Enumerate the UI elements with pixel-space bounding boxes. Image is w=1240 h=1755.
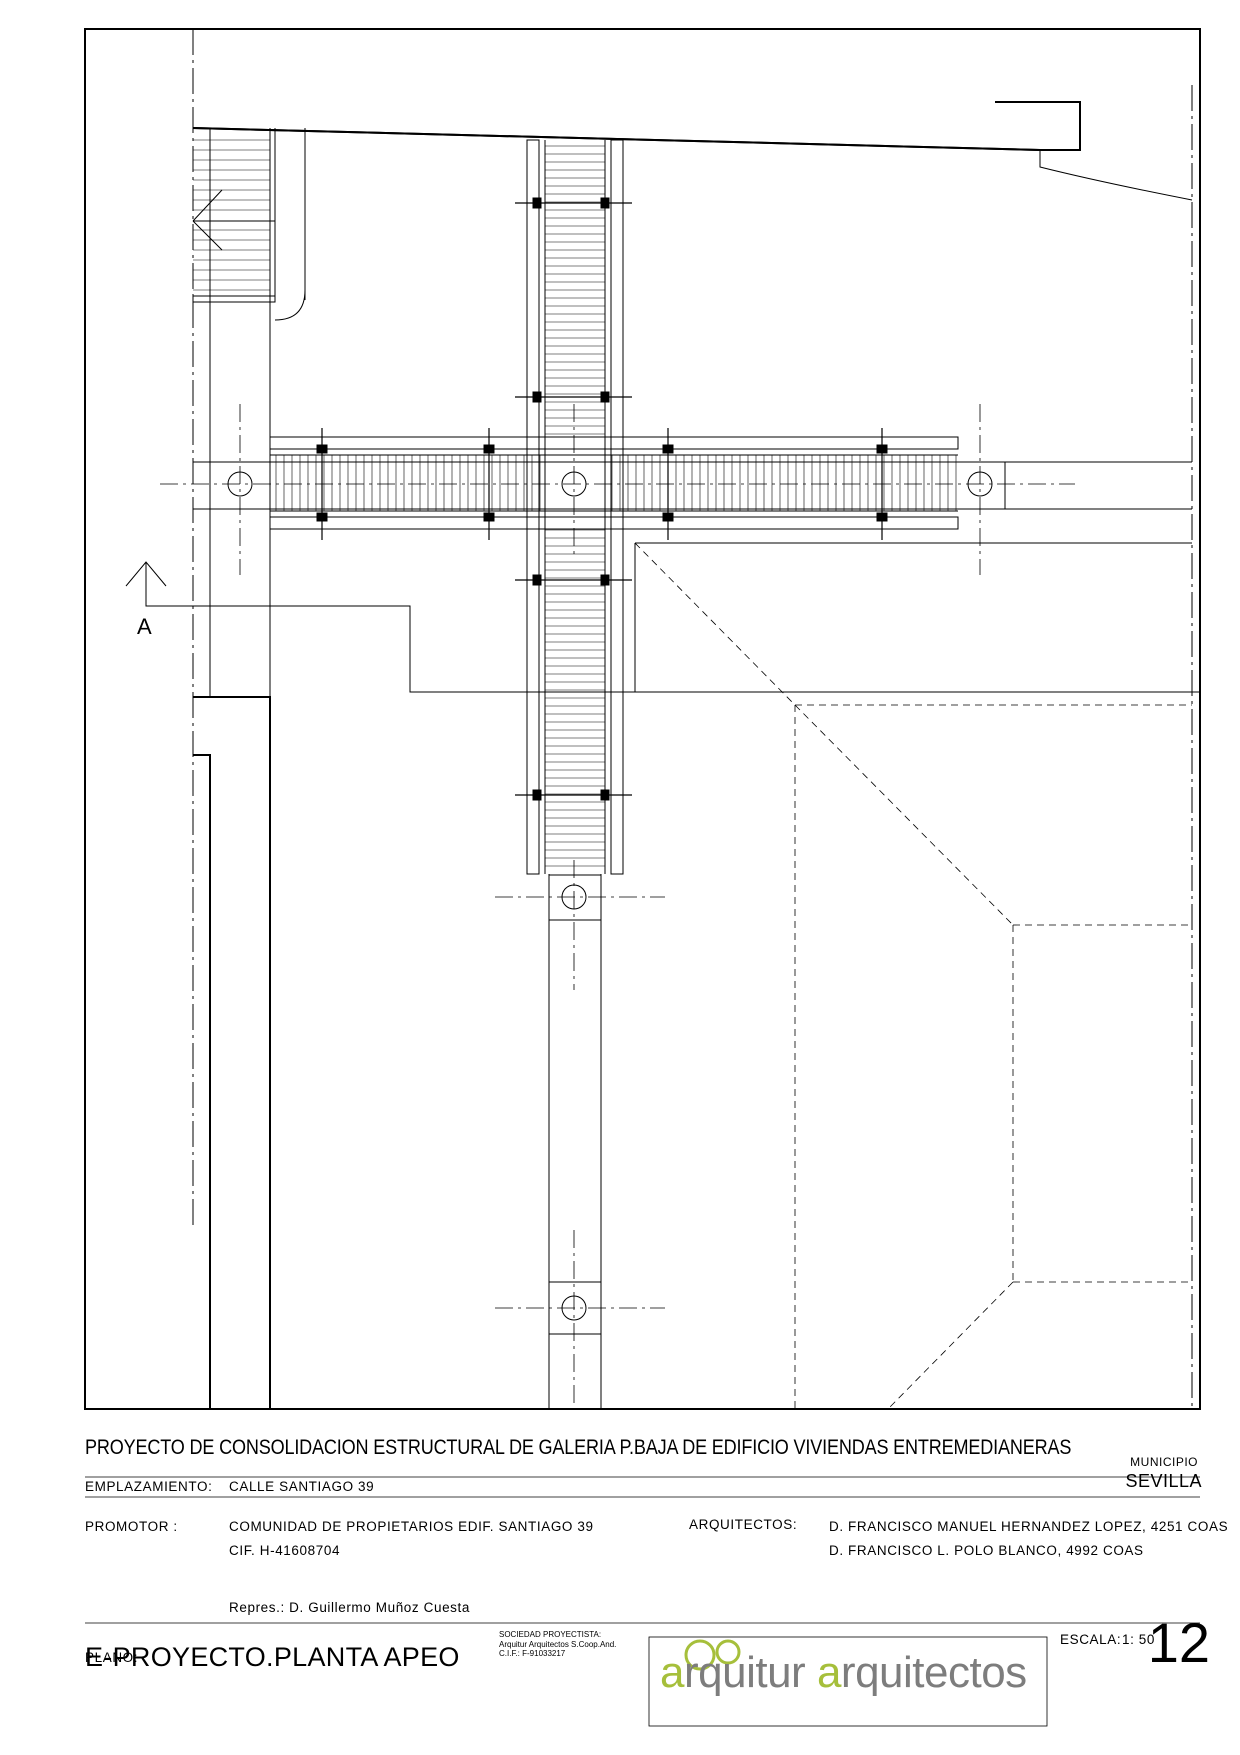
logo-initial-2: a [816, 1648, 841, 1697]
municipio-label: MUNICIPIO [1130, 1455, 1198, 1469]
section-marker-label: A [137, 614, 152, 639]
escala-value: 1: 50 [1122, 1632, 1156, 1647]
arquitecto-1: D. FRANCISCO MANUEL HERNANDEZ LOPEZ, 425… [829, 1519, 1229, 1534]
drawing-frame [84, 28, 1201, 1410]
escala-label: ESCALA: [1060, 1632, 1122, 1647]
sociedad-cif: C.I.F.: F-91033217 [499, 1649, 566, 1658]
plano-value: E-PROYECTO.PLANTA APEO [85, 1642, 460, 1672]
promotor-value: COMUNIDAD DE PROPIETARIOS EDIF. SANTIAGO… [229, 1519, 594, 1534]
promotor-label: PROMOTOR : [85, 1519, 178, 1534]
arquitecto-2: D. FRANCISCO L. POLO BLANCO, 4992 COAS [829, 1543, 1144, 1558]
municipio-value: SEVILLA [1125, 1471, 1202, 1491]
stair-arrow [192, 189, 275, 251]
section-marker-arrow [125, 561, 1200, 693]
logo-word-2: rquitectos [840, 1648, 1027, 1697]
arquitectos-label: ARQUITECTOS: [689, 1517, 798, 1532]
promotor-cif: CIF. H-41608704 [229, 1543, 341, 1558]
representante: Repres.: D. Guillermo Muñoz Cuesta [229, 1600, 470, 1615]
top-wall [192, 101, 1081, 151]
project-title: PROYECTO DE CONSOLIDACION ESTRUCTURAL DE… [85, 1436, 1072, 1459]
logo-initial-1: a [660, 1648, 684, 1697]
logo-word-1: rquitur [683, 1648, 817, 1697]
company-logo: arquitur arquitectos [660, 1648, 1027, 1698]
emplazamiento-value: CALLE SANTIAGO 39 [229, 1479, 375, 1494]
sociedad-label: SOCIEDAD PROYECTISTA: [499, 1630, 602, 1639]
vertical-truss [526, 139, 624, 875]
plano-label: PLANO: [85, 1650, 139, 1665]
horizontal-truss [269, 436, 959, 530]
logo-box [648, 1636, 1048, 1727]
emplazamiento-label: EMPLAZAMIENTO: [85, 1479, 213, 1494]
logo-rings [684, 1639, 741, 1671]
sheet-number: 12 [1147, 1611, 1210, 1674]
sociedad-name: Arquitur Arquitectos S.Coop.And. [499, 1640, 617, 1649]
